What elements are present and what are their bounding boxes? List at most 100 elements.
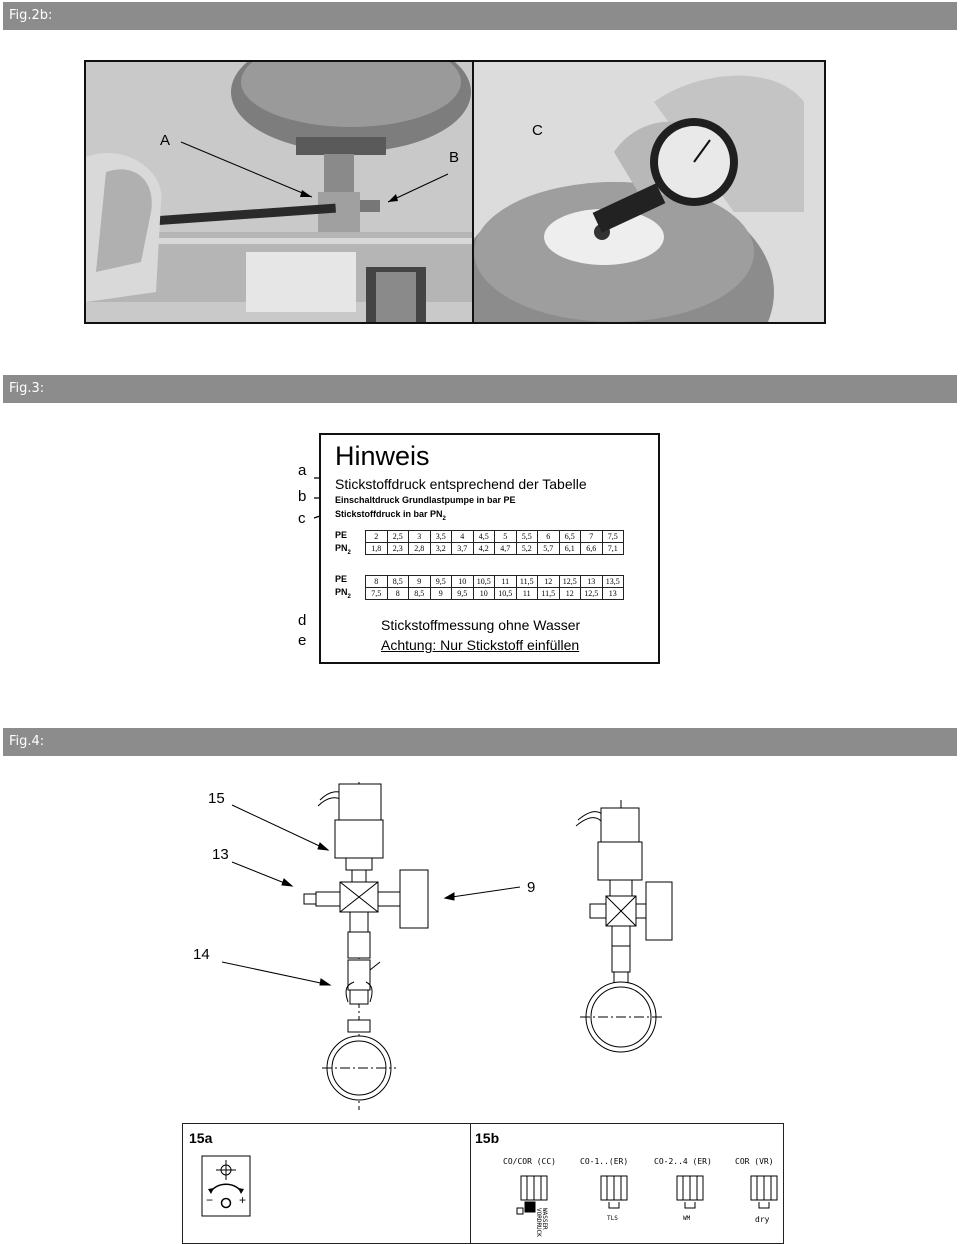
table-cell: 6,5 <box>558 530 581 543</box>
photo-gauge-illustration <box>474 62 824 322</box>
table-cell: 9,5 <box>451 587 474 600</box>
callout-15: 15 <box>208 790 225 807</box>
table-cell: 9 <box>408 575 431 588</box>
table-cell: 2 <box>365 530 388 543</box>
notice-label: Hinweis Stickstoffdruck entsprechend der… <box>319 433 660 664</box>
table-cell: 2,8 <box>408 542 431 555</box>
panel-divider <box>470 1124 471 1243</box>
table-cell: 5,7 <box>537 542 560 555</box>
table-cell: 13 <box>601 587 624 600</box>
pressure-adjust-icon <box>201 1155 251 1217</box>
table-cell: 11,5 <box>537 587 560 600</box>
sublabel-dry: dry <box>755 1215 770 1224</box>
notice-line-4: Stickstoffmessung ohne Wasser <box>381 617 581 633</box>
table-cell: 8 <box>386 587 409 600</box>
panel-15-details: 15a 15b − + CO/COR (CC) CO-1..(ER) CO-2.… <box>182 1123 784 1244</box>
callout-14: 14 <box>193 946 210 963</box>
table-cell: 10 <box>451 575 474 588</box>
table-cell: 3 <box>408 530 431 543</box>
panel-15a-title: 15a <box>189 1130 213 1146</box>
table-cell: 13,5 <box>601 575 624 588</box>
valve-assembly-drawing <box>221 782 673 1110</box>
notice-line-3: Stickstoffdruck in bar PN2 <box>335 509 446 522</box>
row-label-pe-1: PE <box>335 530 348 540</box>
minus-label: − <box>206 1193 214 1207</box>
caption-co-1-er: CO-1..(ER) <box>580 1157 629 1166</box>
table-cell: 4,2 <box>472 542 495 555</box>
table-cell: 8 <box>365 575 388 588</box>
label-b: B <box>449 149 460 166</box>
callout-9: 9 <box>527 879 536 896</box>
photo-valve-connection: A B <box>84 60 474 324</box>
table-cell: 11 <box>515 587 538 600</box>
table-cell: 6 <box>537 530 560 543</box>
table-cell: 3,5 <box>429 530 452 543</box>
notice-line-2: Einschaltdruck Grundlastpumpe in bar PE <box>335 495 516 505</box>
table-cell: 9 <box>429 587 452 600</box>
label-c: C <box>532 122 543 139</box>
table-cell: 7,1 <box>601 542 624 555</box>
row-label-pe-2: PE <box>335 574 348 584</box>
photo-pressure-gauge: C <box>472 60 826 324</box>
table-cell: 6,1 <box>558 542 581 555</box>
table-cell: 10 <box>472 587 495 600</box>
sublabel-wm: WM <box>683 1215 691 1222</box>
photo-valve-illustration <box>86 62 472 322</box>
callout-13: 13 <box>212 846 229 863</box>
table-cell: 3,2 <box>429 542 452 555</box>
table-cell: 8,5 <box>408 587 431 600</box>
side-label-d: d <box>298 612 307 629</box>
switch-settings-drawings <box>516 1175 778 1215</box>
table-cell: 12,5 <box>558 575 581 588</box>
table-cell: 7 <box>580 530 603 543</box>
caption-cor-vr: COR (VR) <box>735 1157 774 1166</box>
fig2b-header: Fig.2b: <box>3 2 957 30</box>
table-cell: 1,8 <box>365 542 388 555</box>
table-cell: 5 <box>494 530 517 543</box>
table-cell: 10,5 <box>472 575 495 588</box>
side-label-b: b <box>298 488 307 505</box>
side-label-c: c <box>298 510 306 527</box>
label-a: A <box>160 132 171 149</box>
caption-co-2-4-er: CO-2..4 (ER) <box>654 1157 712 1166</box>
sublabel-tls: TLS <box>607 1215 618 1222</box>
row-label-pn-2: PN2 <box>335 587 351 600</box>
table-cell: 9,5 <box>429 575 452 588</box>
table-cell: 10,5 <box>494 587 517 600</box>
table-cell: 12,5 <box>580 587 603 600</box>
panel-15b-title: 15b <box>475 1130 500 1146</box>
table-cell: 11 <box>494 575 517 588</box>
table-cell: 6,6 <box>580 542 603 555</box>
table-cell: 4 <box>451 530 474 543</box>
table-cell: 7,5 <box>601 530 624 543</box>
plus-label: + <box>239 1193 247 1207</box>
row-label-pn-1: PN2 <box>335 543 351 556</box>
table-cell: 12 <box>558 587 581 600</box>
table-cell: 5,5 <box>515 530 538 543</box>
table-cell: 5,2 <box>515 542 538 555</box>
table-cell: 4,5 <box>472 530 495 543</box>
table-cell: 2,5 <box>386 530 409 543</box>
table-cell: 13 <box>580 575 603 588</box>
table-cell: 3,7 <box>451 542 474 555</box>
fig3-header: Fig.3: <box>3 375 957 403</box>
notice-line-5: Achtung: Nur Stickstoff einfüllen <box>381 637 580 653</box>
side-label-a: a <box>298 462 307 479</box>
fig4-header: Fig.4: <box>3 728 957 756</box>
notice-line-1: Stickstoffdruck entsprechend der Tabelle <box>335 476 587 492</box>
table-cell: 8,5 <box>386 575 409 588</box>
vertical-text-vordruck: VORDRUCK <box>535 1208 542 1237</box>
table-cell: 11,5 <box>515 575 538 588</box>
table-cell: 4,7 <box>494 542 517 555</box>
side-label-e: e <box>298 632 307 649</box>
table-cell: 12 <box>537 575 560 588</box>
table-cell: 7,5 <box>365 587 388 600</box>
notice-title: Hinweis <box>335 441 430 471</box>
table-cell: 2,3 <box>386 542 409 555</box>
